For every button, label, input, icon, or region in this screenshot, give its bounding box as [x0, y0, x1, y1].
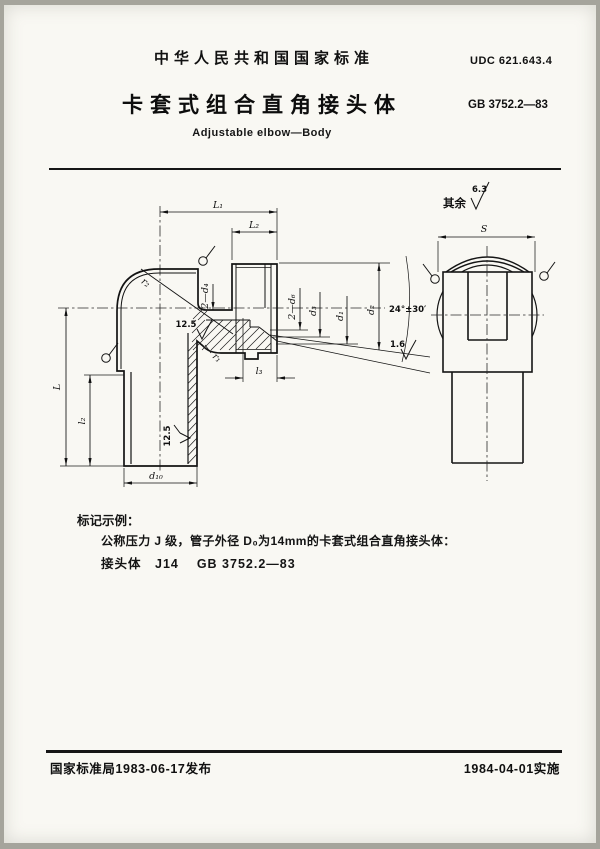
dim-label-S: S — [481, 224, 488, 235]
extension-lines — [60, 208, 536, 487]
hex-body — [442, 271, 533, 373]
dim-label-L1: L₁ — [212, 200, 223, 211]
footer-issue-date: 国家标准局1983-06-17发布 — [50, 762, 212, 776]
footer-rule — [46, 750, 562, 753]
dim-label-r2: r₂ — [139, 276, 152, 290]
dome-arcs — [445, 256, 530, 273]
dim-label-2d4: 2—d₄ — [200, 283, 211, 310]
dim-label-l3: l₃ — [256, 366, 263, 377]
dim-label-2d6: 2—d₆ — [287, 294, 298, 321]
cone-extension-lines — [269, 334, 431, 374]
thread-root-lines — [236, 267, 271, 350]
internal-bore-steps — [206, 319, 278, 342]
footer-implement-date: 1984-04-01实施 — [463, 762, 560, 776]
bore-lines — [130, 333, 189, 464]
dim-label-d1: d₁ — [335, 311, 346, 321]
surface-finish-icon — [422, 263, 440, 284]
roughness-icons — [173, 181, 490, 444]
surface-finish-icons — [101, 245, 556, 363]
body-outline — [116, 263, 278, 467]
angle-label: 24°±30′ — [389, 305, 427, 315]
arrowheads — [64, 210, 535, 485]
surface-finish-icon — [198, 245, 216, 266]
roughness-icon — [196, 319, 213, 341]
marking-example-line2: 接头体 J14 GB 3752.2—83 — [101, 557, 296, 571]
technical-drawing: L₁ L₂ l₃ 2—d₄ 2—d₆ d₃ d₁ d₂ 24°±30′ L l₂… — [52, 181, 556, 487]
wall-inner-line — [120, 272, 196, 369]
roughness-icon — [470, 181, 490, 211]
dim-label-d10: d₁₀ — [149, 471, 163, 482]
right-view — [436, 256, 538, 464]
miter-line — [140, 268, 234, 335]
roughness-icon — [173, 424, 192, 444]
roughness-16-label: 1.6 — [390, 340, 405, 350]
standard-org-title: 中华人民共和国国家标准 — [153, 50, 374, 67]
stud-chamfer-lines — [235, 264, 272, 353]
surface-finish-icon — [539, 261, 556, 281]
lower-cylinder — [451, 372, 524, 464]
centerlines — [58, 206, 544, 481]
roughness-icon — [400, 339, 417, 361]
paper: 中华人民共和国国家标准 UDC 621.643.4 卡套式组合直角接头体 GB … — [4, 5, 596, 843]
slot — [467, 272, 508, 341]
marking-example-line1: 公称压力 J 级，管子外径 D₀为14mm的卡套式组合直角接头体： — [101, 534, 456, 548]
dim-label-d2: d₂ — [366, 305, 377, 315]
dim-label-L2: L₂ — [248, 220, 259, 231]
qiyu-label: 其余 — [443, 196, 466, 210]
surface-finish-icon — [101, 342, 119, 363]
dim-label-l2: l₂ — [77, 417, 88, 424]
roughness-63-label: 6.3 — [472, 185, 487, 195]
dim-label-d3: d₃ — [308, 306, 319, 316]
udc-number: UDC 621.643.4 — [470, 55, 553, 67]
section-hatching — [187, 309, 272, 464]
marking-example-heading: 标记示例： — [77, 514, 140, 528]
dim-label-L: L — [52, 384, 63, 391]
dimension-labels: L₁ L₂ l₃ 2—d₄ 2—d₆ d₃ d₁ d₂ 24°±30′ L l₂… — [52, 185, 488, 482]
doc-title-en: Adjustable elbow—Body — [192, 127, 332, 139]
header-rule — [49, 168, 561, 170]
angle-arc — [401, 255, 410, 363]
standard-code: GB 3752.2—83 — [468, 99, 548, 111]
left-view — [116, 255, 431, 467]
doc-title: 卡套式组合直角接头体 — [122, 94, 402, 117]
roughness-125-label: 12.5 — [176, 320, 197, 330]
roughness-125-label: 12.5 — [163, 425, 173, 446]
